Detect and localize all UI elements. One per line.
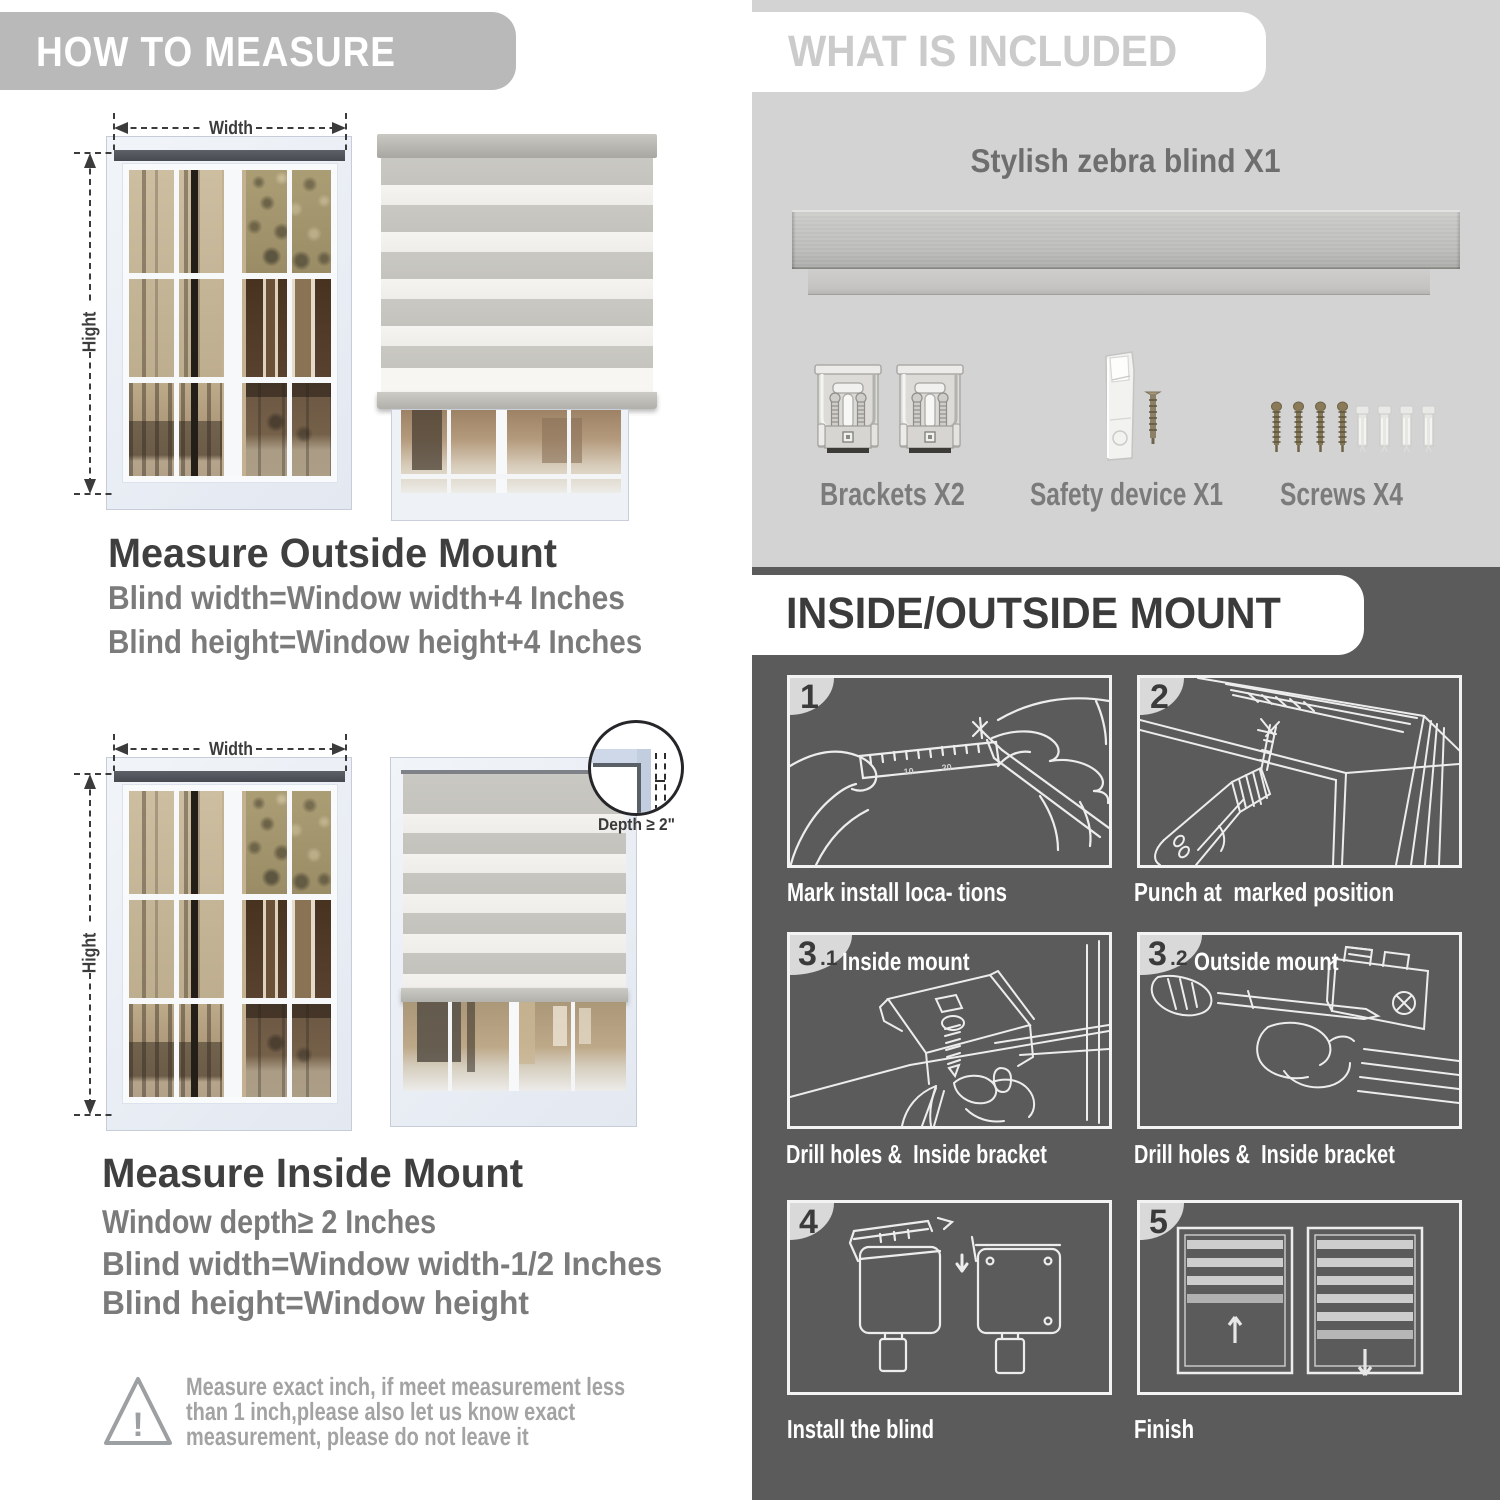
svg-text:!: ! <box>132 1406 143 1444</box>
svg-text:10: 10 <box>903 766 914 777</box>
svg-text:20: 20 <box>941 762 952 773</box>
